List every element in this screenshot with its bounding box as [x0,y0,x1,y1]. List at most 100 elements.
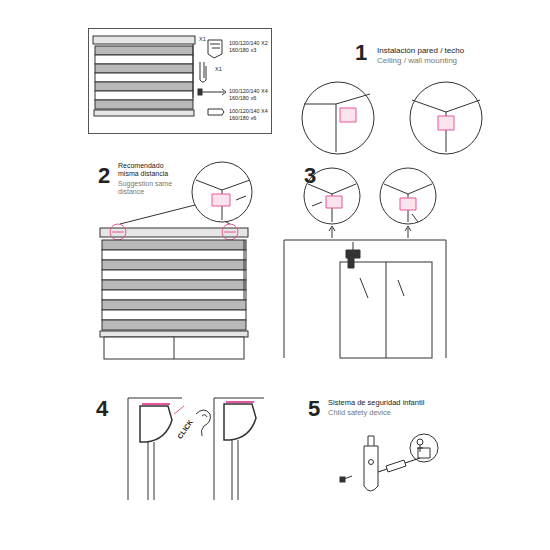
step3-illustration-part [386,262,387,358]
parts-illustration-part [95,82,193,91]
step3-illustration-part [284,240,446,358]
quantity-text: X1 [215,67,222,73]
step2-illustration-part [102,250,246,260]
step4-illustration-part [174,406,184,414]
quantity-text: 160/180 x3 [229,48,256,54]
step-number: 1 [355,40,367,65]
step5-illustration-part [386,460,406,472]
quantity-text: 100/120/140 X4 [229,109,268,115]
step4-illustration-part [238,440,239,500]
step1-zooms-part [412,100,480,112]
step4-illustration-part [232,440,233,500]
step2-illustration-part [102,300,246,310]
step-title-english: Ceiling / wall mounting [377,56,537,65]
step2-illustration-part [102,290,246,300]
step2-illustration-part [222,224,238,240]
parts-illustration-part [193,44,194,98]
step3-illustration-part [384,184,432,222]
parts-illustration-part [208,109,224,115]
step2-illustration-part [112,232,124,233]
parts-illustration-part [210,44,220,48]
quantity-text: X1 [199,37,206,43]
quantity-text: 100/120/140 X4 [229,89,268,95]
step3-illustration-part [353,242,354,250]
step2-illustration-part [192,162,252,222]
step4-illustration-part [202,415,207,417]
step3-illustration-part [380,168,436,224]
step3-illustration-part [400,198,416,210]
step2-illustration-part [174,337,175,359]
step1-zooms-part [304,104,336,152]
step2-illustration-part [102,310,246,320]
step3-illustration-part [326,196,342,208]
step5-illustration-part [369,460,374,465]
step2-illustration-part [236,196,246,200]
step-title-english: Suggestion same distance [118,180,176,196]
parts-illustration-part [95,100,193,109]
step3-illustration-part [405,226,411,238]
step4-illustration-part [226,401,254,403]
step-number: 5 [308,396,320,421]
step4-illustration-part [154,442,155,500]
quantity-text: 100/120/140 X2 [229,41,268,47]
step5-illustration-part [364,446,378,491]
sound-word: CLICK [176,418,195,440]
step5-illustration-part [378,458,420,472]
step4-illustration-part [148,442,149,500]
step5-illustration-part [417,445,423,452]
parts-illustration [93,36,226,116]
step-title: Recomendado misma distancia [118,162,176,178]
parts-illustration-part [95,55,193,64]
step3-illustration-part [346,250,360,268]
step1-zooms-part [410,82,482,154]
parts-illustration-part [93,36,195,44]
step4-illustration-part [140,406,172,442]
step2-illustration-part [196,180,250,190]
parts-illustration-part [95,64,193,73]
step4-illustration-part [142,403,170,405]
step5-illustration-part [417,439,423,445]
step2-illustration-part [102,320,246,330]
step2-illustration-part [102,260,246,270]
step5-illustration-part [368,436,374,446]
step2-illustration [100,162,252,359]
parts-illustration-part [208,40,222,58]
step-number: 3 [304,163,316,188]
step1-zooms-part [438,116,454,130]
step2-illustration-part [102,240,246,250]
parts-illustration-part [95,91,193,100]
step-title: Instalación pared / techo [377,46,537,55]
step1-zooms-part [340,108,356,122]
step3-illustration-part [308,184,356,222]
step-title-english: Child safety device [328,409,498,418]
parts-illustration-part [204,62,205,78]
parts-illustration-part [95,73,193,82]
step1-zooms-part [302,82,374,154]
step2-illustration-part [104,337,244,359]
step5-illustration [340,434,438,491]
step2-illustration-part [120,205,195,224]
quantity-text: 160/180 x6 [229,96,256,102]
step3-illustration-part [412,214,418,222]
step2-illustration-part [244,240,245,300]
quantity-text: 160/180 x6 [229,116,256,122]
step2-illustration-part [100,228,248,237]
step3-illustration [284,168,446,358]
step2-illustration-part [224,232,236,233]
step3-illustration-part [329,226,335,238]
step3-illustration-part [284,240,446,241]
parts-illustration-part [95,46,193,55]
step4-illustration-part [196,410,210,436]
step-number: 2 [98,163,110,188]
step5-illustration-part [340,477,345,482]
step4-illustration-part [224,404,256,440]
step2-illustration-part [212,194,230,206]
step2-illustration-part [102,270,246,280]
parts-illustration-part [198,89,202,95]
parts-illustration-part [200,62,206,82]
step4-illustration [128,398,264,500]
step3-illustration-part [340,262,432,358]
step4-illustration-part [214,398,264,500]
